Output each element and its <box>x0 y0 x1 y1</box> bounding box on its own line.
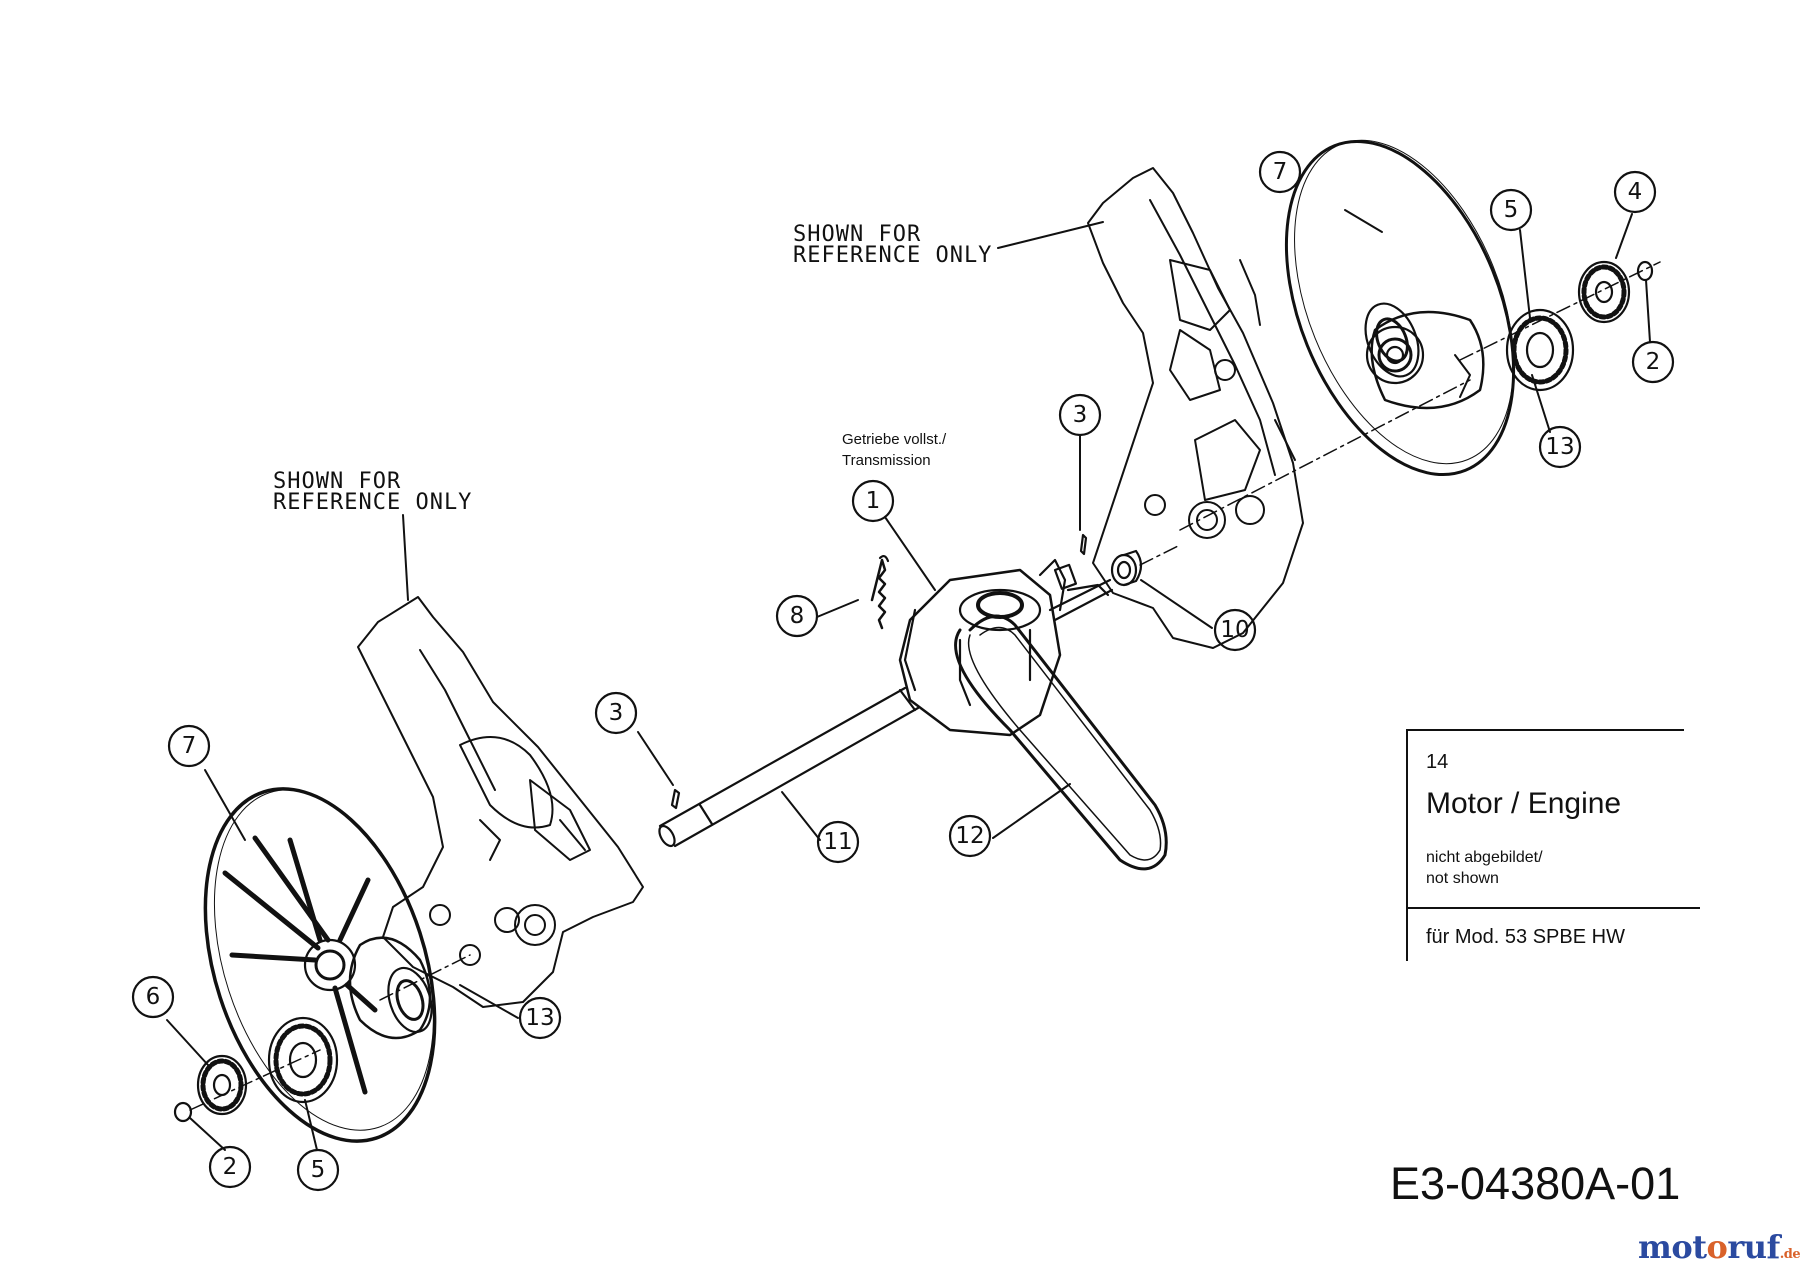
left-wheel <box>203 787 437 1143</box>
spring <box>870 554 890 630</box>
legend-top-border <box>1406 729 1684 731</box>
pin-right <box>1079 533 1088 556</box>
right-gear-large <box>1505 308 1575 392</box>
legend-box: 14 Motor / Engine nicht abgebildet/ not … <box>1406 729 1706 961</box>
callout-6: 6 <box>146 984 161 1010</box>
legend-number: 14 <box>1426 751 1449 773</box>
drive-belt <box>954 614 1168 871</box>
callout-5-left: 5 <box>311 1157 326 1183</box>
reference-label-left-line2: REFERENCE ONLY <box>273 490 472 515</box>
callout-2-right: 2 <box>1646 349 1661 375</box>
left-housing <box>357 596 644 1008</box>
left-gear-small <box>173 1054 248 1123</box>
legend-title: Motor / Engine <box>1426 787 1622 820</box>
legend-left-border <box>1406 729 1408 961</box>
right-housing <box>1087 167 1304 649</box>
callout-2-left: 2 <box>223 1154 238 1180</box>
left-gear-large <box>267 1016 339 1104</box>
reference-label-top-line1: SHOWN FOR <box>793 222 921 247</box>
axis-lines <box>189 261 1661 1111</box>
legend-note-line2: not shown <box>1426 870 1499 887</box>
callout-11: 11 <box>823 829 852 855</box>
callout-4: 4 <box>1628 179 1643 205</box>
legend-model: für Mod. 53 SPBE HW <box>1426 926 1625 948</box>
legend-divider <box>1406 907 1700 909</box>
drawing-number: E3-04380A-01 <box>1390 1158 1681 1209</box>
callout-circles <box>131 150 1675 1192</box>
callout-numbers: 1 2 2 3 3 4 5 5 6 7 7 8 10 11 12 13 13 <box>146 159 1661 1183</box>
leader-lines <box>166 209 1651 1151</box>
callout-8: 8 <box>790 603 805 629</box>
callout-5-right: 5 <box>1504 197 1519 223</box>
callout-12: 12 <box>955 823 984 849</box>
transmission-label-line1: Getriebe vollst./ <box>842 431 947 448</box>
callout-7-right: 7 <box>1273 159 1288 185</box>
legend-note-line1: nicht abgebildet/ <box>1426 849 1543 866</box>
watermark-part3: ruf <box>1727 1228 1780 1266</box>
callout-10: 10 <box>1220 617 1249 643</box>
reference-label-top-line2: REFERENCE ONLY <box>793 243 992 268</box>
callout-13-left: 13 <box>525 1005 554 1031</box>
watermark-part2: o <box>1706 1228 1728 1266</box>
right-wheel <box>1284 139 1516 477</box>
callout-3-left: 3 <box>609 700 624 726</box>
callout-1: 1 <box>866 488 881 514</box>
watermark-part1: mot <box>1638 1228 1707 1266</box>
watermark-part4: .de <box>1779 1247 1800 1262</box>
callout-3-right: 3 <box>1073 402 1088 428</box>
bushing <box>1110 549 1143 587</box>
transmission <box>898 558 1110 737</box>
pin-left <box>670 788 681 810</box>
reference-label-left-line1: SHOWN FOR <box>273 469 401 494</box>
axle <box>658 578 1114 848</box>
site-watermark: motoruf.de <box>1638 1228 1800 1266</box>
callout-7-left: 7 <box>182 733 197 759</box>
callout-13-right: 13 <box>1545 434 1574 460</box>
transmission-label-line2: Transmission <box>842 452 931 469</box>
